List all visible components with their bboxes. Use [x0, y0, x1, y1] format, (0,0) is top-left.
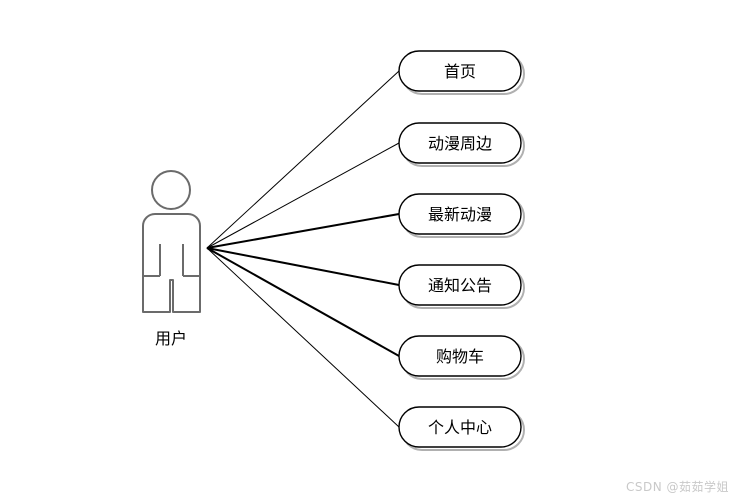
association-line-uc-home — [206, 70, 400, 249]
use-case-label: 首页 — [444, 62, 476, 81]
association-lines — [206, 70, 400, 428]
association-line-uc-latest-anime — [206, 213, 400, 249]
actor-label: 用户 — [155, 329, 187, 348]
use-case-uc-home[interactable]: 首页 — [398, 50, 525, 95]
use-case-box[interactable] — [398, 406, 522, 448]
use-case-uc-profile[interactable]: 个人中心 — [398, 406, 525, 451]
csdn-watermark: CSDN @茹茹学姐 — [626, 478, 729, 495]
use-case-box[interactable] — [398, 50, 522, 92]
use-case-label: 购物车 — [436, 347, 484, 366]
use-case-uc-cart[interactable]: 购物车 — [398, 335, 525, 380]
use-case-box[interactable] — [398, 335, 522, 377]
use-case-uc-notice[interactable]: 通知公告 — [398, 264, 525, 309]
association-line-uc-notice — [206, 247, 400, 286]
actor-user[interactable]: 用户 — [142, 170, 201, 348]
use-case-label: 通知公告 — [428, 276, 492, 295]
actor-body-icon — [142, 213, 201, 313]
use-case-uc-anime-merch[interactable]: 动漫周边 — [398, 122, 525, 167]
association-line-uc-anime-merch — [206, 142, 400, 249]
use-case-box[interactable] — [398, 264, 522, 306]
actor-head-icon — [151, 170, 191, 210]
watermark-label: CSDN @茹茹学姐 — [625, 480, 729, 494]
use-case-box[interactable] — [398, 122, 522, 164]
use-case-label: 个人中心 — [428, 418, 492, 437]
use-case-uc-latest-anime[interactable]: 最新动漫 — [398, 193, 525, 238]
association-line-uc-cart — [206, 247, 400, 357]
use-case-label: 动漫周边 — [428, 134, 492, 153]
use-case-box[interactable] — [398, 193, 522, 235]
use-case-label: 最新动漫 — [428, 205, 492, 224]
association-line-uc-profile — [206, 247, 400, 428]
